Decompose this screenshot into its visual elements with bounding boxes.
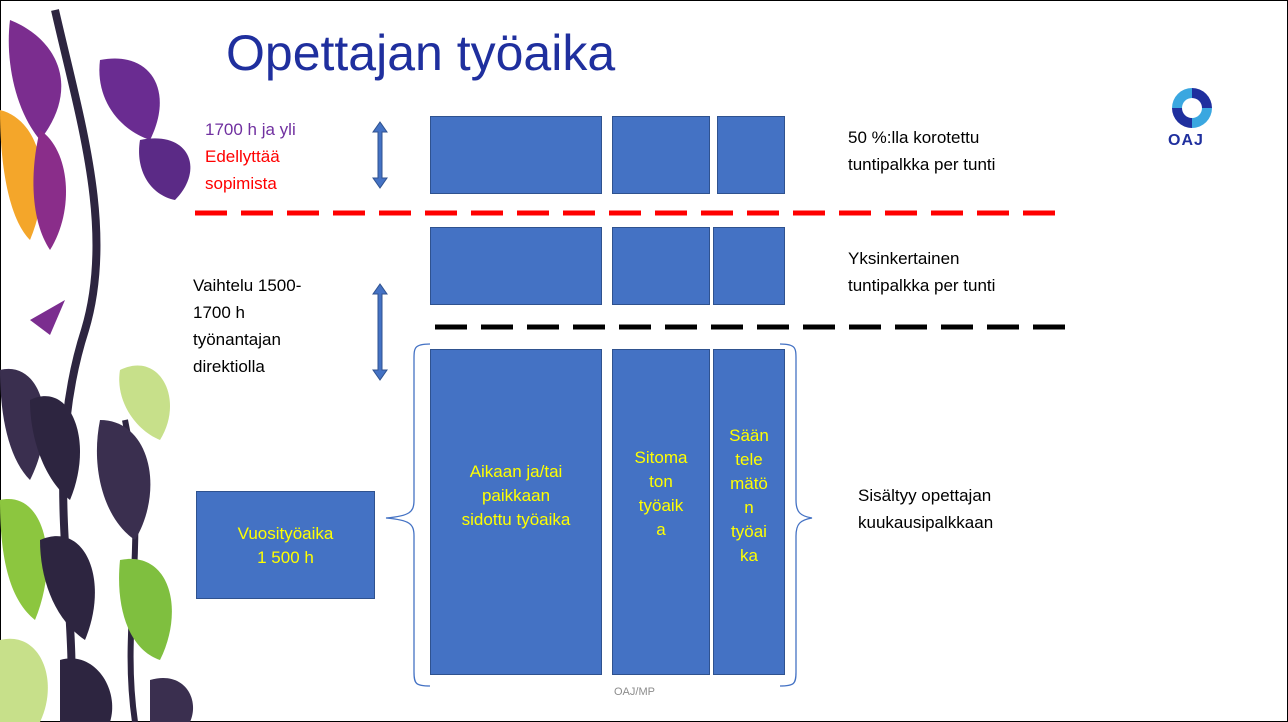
variation-pay-line1: Yksinkertainen [848, 249, 960, 268]
variation-box-unbound [612, 227, 710, 305]
annual-work-time-box: Vuosityöaika 1 500 h [196, 491, 375, 599]
footer-text: OAJ/MP [614, 686, 655, 698]
unregulated-work-time-label: Sään tele mätö n työai ka [729, 426, 769, 565]
decorative-leaves-illustration [0, 9, 194, 722]
variation-line2: 1700 h [193, 303, 245, 322]
overtime-hours: 1700 h ja yli [205, 120, 296, 139]
overtime-requirement-line2: sopimista [205, 174, 277, 193]
variation-box-unregulated [713, 227, 785, 305]
overtime-box-bound [430, 116, 602, 194]
variation-line3: työnantajan [193, 330, 281, 349]
variation-line4: direktiolla [193, 357, 265, 376]
overtime-box-unregulated [717, 116, 785, 194]
black-dashed-divider [435, 324, 1068, 330]
variation-line1: Vaihtelu 1500- [193, 276, 302, 295]
red-dashed-divider [195, 210, 1063, 216]
oaj-logo-icon [1172, 88, 1212, 128]
overtime-pay-line1: 50 %:lla korotettu [848, 128, 980, 147]
overtime-box-unbound [612, 116, 710, 194]
double-arrow-icon [372, 121, 388, 189]
bound-work-time-label: Aikaan ja/tai paikkaan sidottu työaika [461, 462, 571, 529]
overtime-requirement-line1: Edellyttää [205, 147, 280, 166]
included-line1: Sisältyy opettajan [858, 486, 992, 505]
bound-work-time-box: Aikaan ja/tai paikkaan sidottu työaika [430, 349, 602, 675]
page-title: Opettajan työaika [226, 25, 616, 81]
overtime-pay-line2: tuntipalkka per tunti [848, 155, 996, 174]
double-arrow-icon [372, 283, 388, 381]
curly-brackets [385, 343, 813, 687]
variation-box-bound [430, 227, 602, 305]
included-line2: kuukausipalkkaan [858, 513, 994, 532]
unbound-work-time-label: Sitoma ton työaik a [634, 448, 688, 539]
variation-pay-line2: tuntipalkka per tunti [848, 276, 996, 295]
unregulated-work-time-box: Sään tele mätö n työai ka [713, 349, 785, 675]
unbound-work-time-box: Sitoma ton työaik a [612, 349, 710, 675]
oaj-logo-text: OAJ [1168, 132, 1204, 149]
annual-work-time-label: Vuosityöaika 1 500 h [237, 524, 334, 567]
